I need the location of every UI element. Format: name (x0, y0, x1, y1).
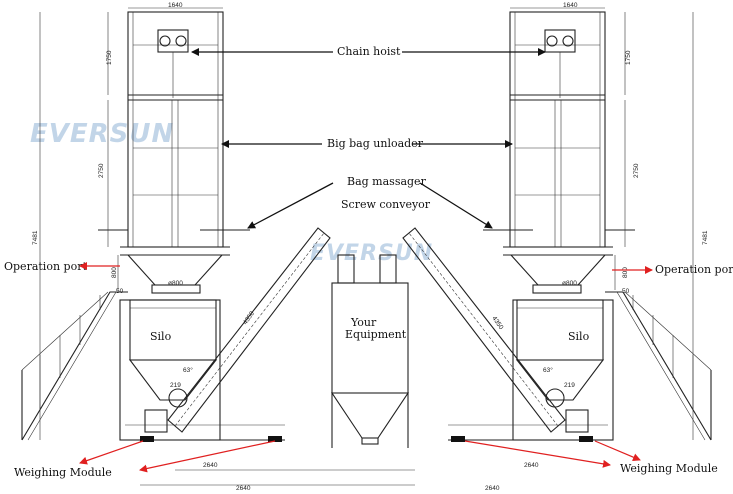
dim-top-width-right: 1640 (563, 2, 578, 9)
label-silo-right: Silo (568, 330, 590, 343)
dim-outlet-left: ø800 (168, 280, 183, 287)
dim-screw-left: 219 (170, 382, 181, 389)
dim-top-width-left: 1640 (168, 2, 183, 9)
label-your: Your (350, 316, 377, 329)
left-chain-hoist (157, 29, 189, 53)
dim-total-height-right: 7481 (702, 230, 709, 245)
label-weighing-module-left: Weighing Module (14, 466, 112, 479)
label-silo-left: Silo (150, 330, 172, 343)
watermark-logo-center: EVERSUN (310, 241, 433, 266)
label-chain-hoist: Chain hoist (337, 45, 401, 58)
dim-conveyor-length-right: 4350 (490, 315, 504, 331)
dim-offset-right: 50 (622, 288, 630, 295)
dim-overall-span-left: 2640 (236, 485, 251, 492)
center-equipment (330, 254, 410, 448)
dim-overall-span-right: 2640 (485, 485, 500, 492)
callout-arrows (79, 48, 653, 473)
left-screw-conveyor (167, 227, 331, 433)
left-unit (21, 7, 415, 486)
dim-total-height-left: 7481 (32, 230, 39, 245)
watermark-logo: EVERSUN (30, 119, 174, 149)
dim-hopper-height-left: 800 (111, 267, 118, 278)
dim-angle-right: 63° (543, 366, 553, 374)
left-silo (129, 299, 217, 361)
dim-unloader-height-left: 2750 (98, 163, 105, 178)
dim-hopper-height-right: 800 (622, 267, 629, 278)
dim-conveyor-length-left: 4350 (242, 310, 256, 326)
label-equipment: Equipment (345, 328, 407, 341)
label-screw-conveyor: Screw conveyor (341, 198, 431, 211)
dim-unloader-height-right: 2750 (633, 163, 640, 178)
dim-offset-left: 50 (116, 288, 124, 295)
dim-screw-right: 219 (564, 382, 575, 389)
right-unit (402, 7, 712, 442)
dim-bottom-span-left: 2640 (203, 462, 218, 469)
label-operation-port-left: Operation port (4, 260, 87, 273)
left-load-cell (140, 436, 154, 442)
dim-outlet-right: ø800 (562, 280, 577, 287)
left-stairs (21, 291, 128, 441)
dim-hoist-height-right: 1750 (625, 50, 632, 65)
dim-bottom-span-right: 2640 (524, 462, 539, 469)
label-operation-port-right: Operation port (655, 263, 733, 276)
left-motor (144, 409, 168, 433)
dim-hoist-height-left: 1750 (106, 50, 113, 65)
label-bag-massager: Bag massager (347, 175, 427, 188)
label-weighing-module-right: Weighing Module (620, 462, 718, 475)
dim-angle-left: 63° (183, 366, 193, 374)
label-big-bag-unloader: Big bag unloader (327, 137, 424, 150)
